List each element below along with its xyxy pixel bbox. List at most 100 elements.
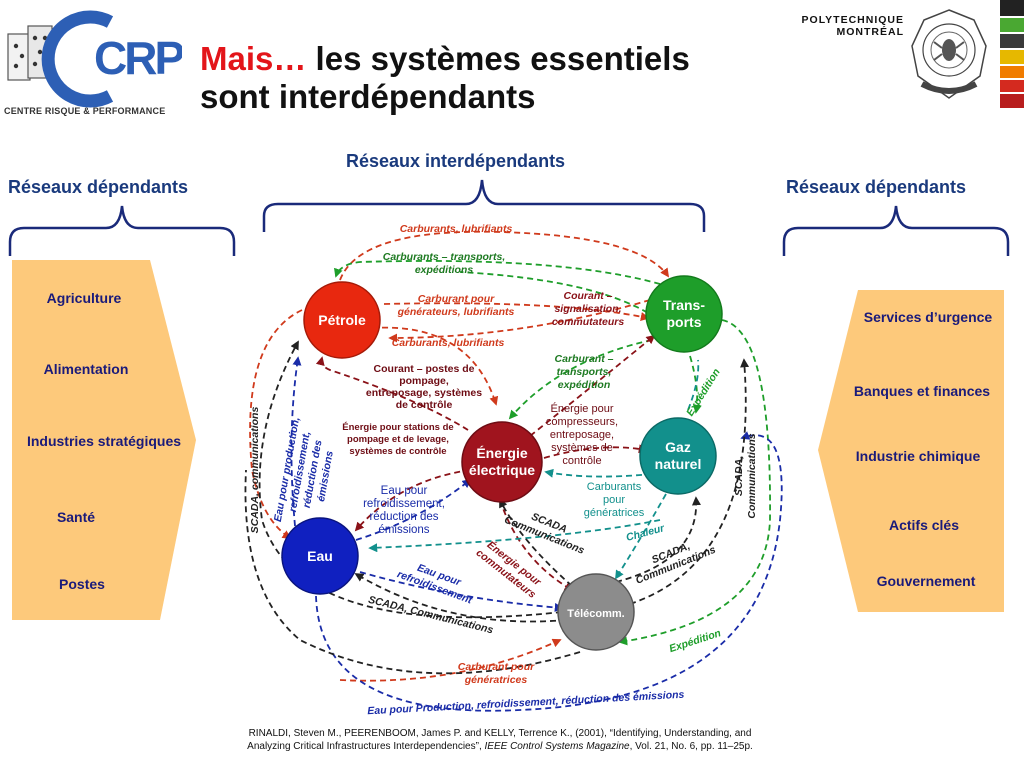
- link-transports-petrole-green: [334, 260, 661, 285]
- link-petrole-energie: [371, 326, 499, 406]
- label-carb-gen2-l2: pour: [603, 494, 625, 506]
- label-energie-comp-l3: entreposage,: [550, 429, 614, 441]
- node-transports-line2: ports: [667, 314, 702, 330]
- label-carb-gen2-l3: génératrices: [584, 507, 645, 519]
- crp-subtitle: CENTRE RISQUE & PERFORMANCE: [4, 106, 166, 116]
- label-scada-right-l2: Communications: [746, 433, 758, 518]
- label-courant-signal-l1: Courant –: [563, 290, 612, 302]
- label-energie-comp-l2: compresseurs,: [546, 416, 618, 428]
- label-courant-signal-l3: commutateurs: [552, 316, 625, 328]
- node-energie-line1: Énergie: [476, 445, 528, 461]
- svg-text:Carburant –transports,expéditi: Carburant –transports,expédition: [555, 353, 614, 391]
- reference-journal: IEEE Control Systems Magazine: [484, 741, 630, 752]
- right-item-actifs: Actifs clés: [889, 517, 959, 533]
- label-scada-bottom: SCADA, Communications: [367, 594, 495, 637]
- label-carb-gen2-l1: Carburants: [587, 481, 642, 493]
- brace-left: [8, 205, 236, 256]
- crp-c-shape: [41, 10, 114, 108]
- label-carb-lub-mid: Carburants, lubrifiants: [392, 337, 505, 349]
- reference-line1: RINALDI, Steven M., PEERENBOOM, James P.…: [248, 728, 752, 739]
- crp-initials: CRP: [94, 32, 182, 84]
- link-telecomm-energie: [499, 498, 573, 587]
- link-energie-telecomm: [499, 499, 574, 591]
- label-carb-transports-l1: Carburants – transports,: [383, 251, 506, 263]
- right-panel: [818, 290, 1004, 612]
- reference-line2a: Analyzing Critical Infrastructures Inter…: [247, 741, 485, 752]
- left-item-sante: Santé: [57, 509, 95, 525]
- link-eau-energie: [355, 478, 472, 541]
- label-carb-transports-l2: expéditions: [415, 264, 474, 276]
- link-telecomm-transports: [629, 358, 750, 605]
- svg-text:Carburants – transports,expédi: Carburants – transports,expéditions: [383, 251, 506, 276]
- node-petrole-label: Pétrole: [318, 312, 366, 328]
- brace-center: [262, 179, 706, 232]
- left-item-postes: Postes: [59, 576, 105, 592]
- link-transports-left-outer: [459, 271, 657, 319]
- link-gaz-transports: [687, 359, 700, 411]
- link-transports-energie: [508, 339, 653, 420]
- polytechnique-seal-icon: [911, 9, 987, 99]
- label-chaleur: Chaleur: [625, 522, 667, 544]
- link-transports-telecomm: [618, 319, 771, 646]
- link-eau-petrole: [290, 356, 302, 537]
- crp-logo: CRP: [7, 10, 182, 108]
- left-panel: [12, 260, 196, 620]
- svg-text:Trans-ports: Trans-ports: [663, 297, 705, 330]
- label-carb-lub-top: Carburants, lubrifiants: [400, 223, 513, 235]
- color-stripes: [1000, 0, 1024, 108]
- label-courant-postes-l3: entreposage, systèmes: [366, 387, 482, 399]
- svg-text:Courant –signalisation,commuta: Courant –signalisation,commutateurs: [552, 290, 625, 328]
- polytechnique-line1: POLYTECHNIQUE: [801, 14, 904, 26]
- label-carb-transports2-l3: expédition: [558, 379, 611, 391]
- svg-text:Eau pour production,refroidiss: Eau pour production,refroidissement,rédu…: [272, 416, 341, 529]
- node-gaz-line2: naturel: [655, 456, 702, 472]
- label-eau-refroid-l3: réduction des: [369, 511, 438, 523]
- link-petrole-gaz: [383, 302, 650, 321]
- link-eau-gaz-bottom: [315, 431, 783, 712]
- link-telecomm-eau: [354, 573, 567, 623]
- node-telecomm: Télécomm.: [557, 573, 635, 651]
- left-item-agriculture: Agriculture: [47, 290, 122, 306]
- node-eau-label: Eau: [307, 548, 333, 564]
- node-telecomm-label: Télécomm.: [567, 608, 624, 620]
- label-carb-transports2-l2: transports,: [557, 366, 612, 378]
- label-energie-stations-l2: pompage et de levage,: [347, 434, 449, 445]
- link-telecomm-left-outer: [244, 469, 581, 675]
- link-petrole-telecomm: [339, 638, 562, 682]
- left-item-alimentation: Alimentation: [44, 361, 129, 377]
- title-line1: les systèmes essentiels: [306, 40, 690, 77]
- reference-line2b: , Vol. 21, No. 6, pp. 11–25p.: [629, 741, 753, 752]
- label-carb-gen-bottom-l1: Carburant pour: [458, 661, 535, 673]
- link-gaz-energie: [544, 468, 653, 478]
- label-eau-refroid-l4: émissions: [378, 524, 429, 536]
- label-energie-stations-l3: systèmes de contrôle: [349, 446, 446, 457]
- link-petrole-left-outer: [249, 309, 303, 539]
- label-carb-gen-l1: Carburant pour: [418, 293, 495, 305]
- polytechnique-line2: MONTRÉAL: [836, 26, 904, 38]
- node-transports-line1: Trans-: [663, 297, 705, 313]
- heading-right-dependants: Réseaux dépendants: [786, 177, 967, 197]
- node-eau: Eau: [281, 517, 359, 595]
- link-energie-eau: [354, 469, 471, 532]
- label-carb-gen-bottom-l2: génératrices: [464, 674, 528, 686]
- heading-left-dependants: Réseaux dépendants: [8, 177, 189, 197]
- label-energie-comp-l1: Énergie pour: [551, 402, 614, 415]
- label-carb-transports2-l1: Carburant –: [555, 353, 614, 365]
- reference-citation: RINALDI, Steven M., PEERENBOOM, James P.…: [200, 727, 800, 753]
- label-expedition-diag: Expédition: [684, 366, 723, 418]
- label-scada-left: SCADA, communications: [249, 407, 261, 534]
- label-eau-refroid-l2: refroidissement,: [363, 498, 445, 510]
- label-courant-postes-l4: de contrôle: [396, 399, 453, 411]
- brace-right: [782, 205, 1010, 256]
- title-accent: Mais…: [200, 40, 307, 77]
- right-item-services-line: Services d’urgence: [864, 309, 993, 325]
- title-line2: sont interdépendants: [200, 78, 536, 115]
